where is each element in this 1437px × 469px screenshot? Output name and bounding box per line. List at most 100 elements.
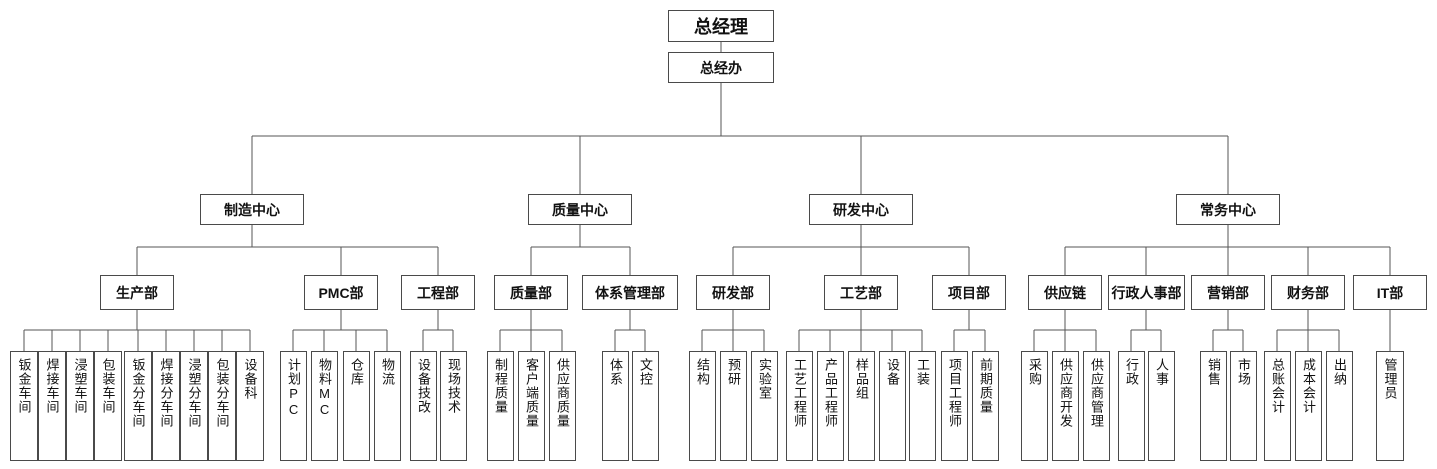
node-leaf-pre-research[interactable]: 预研 [720, 351, 747, 461]
node-label: 总账会计 [1270, 358, 1286, 414]
node-label: 财务部 [1287, 284, 1329, 301]
node-label: 体系 [608, 358, 624, 386]
node-label: 钣金车间 [16, 358, 32, 414]
node-rnd-dept[interactable]: 研发部 [696, 275, 770, 310]
node-label: 设备科 [242, 358, 258, 400]
node-system-management-dept[interactable]: 体系管理部 [582, 275, 678, 310]
node-leaf-structure[interactable]: 结构 [689, 351, 716, 461]
node-leaf-purchasing[interactable]: 采购 [1021, 351, 1048, 461]
node-executive-center[interactable]: 常务中心 [1176, 194, 1280, 225]
node-leaf-project-engineer[interactable]: 项目工程师 [941, 351, 968, 461]
node-leaf-process-quality[interactable]: 制程质量 [487, 351, 514, 461]
node-leaf-equipment-renovation[interactable]: 设备技改 [410, 351, 437, 461]
node-finance-dept[interactable]: 财务部 [1271, 275, 1345, 310]
node-label: 工艺部 [840, 284, 882, 301]
node-leaf-material-mc[interactable]: 物料MC [311, 351, 338, 461]
node-label: 销售 [1206, 358, 1222, 386]
node-label: 钣金分车间 [130, 358, 146, 428]
node-general-manager[interactable]: 总经理 [668, 10, 774, 42]
node-production-dept[interactable]: 生产部 [100, 275, 174, 310]
node-label: 项目部 [948, 284, 990, 301]
node-leaf-sample-group[interactable]: 样品组 [848, 351, 875, 461]
node-leaf-logistics[interactable]: 物流 [374, 351, 401, 461]
node-leaf-early-quality[interactable]: 前期质量 [972, 351, 999, 461]
node-leaf-cost-accountant[interactable]: 成本会计 [1295, 351, 1322, 461]
node-leaf-coating-workshop[interactable]: 浸塑车间 [66, 351, 94, 461]
node-label: 焊接分车间 [158, 358, 174, 428]
node-leaf-market[interactable]: 市场 [1230, 351, 1257, 461]
node-label: 设备 [885, 358, 901, 386]
node-label: 产品工程师 [823, 358, 839, 428]
node-project-dept[interactable]: 项目部 [932, 275, 1006, 310]
node-label: 供应商管理 [1089, 358, 1105, 428]
node-label: 预研 [726, 358, 742, 386]
node-rnd-center[interactable]: 研发中心 [809, 194, 913, 225]
node-quality-center[interactable]: 质量中心 [528, 194, 632, 225]
node-label: IT部 [1376, 284, 1404, 301]
node-label: 现场技术 [446, 358, 462, 414]
node-leaf-equipment-section[interactable]: 设备科 [236, 351, 264, 461]
node-label: 采购 [1027, 358, 1043, 386]
node-leaf-welding-sub-workshop[interactable]: 焊接分车间 [152, 351, 180, 461]
node-leaf-packaging-sub-workshop[interactable]: 包装分车间 [208, 351, 236, 461]
node-leaf-process-engineer[interactable]: 工艺工程师 [786, 351, 813, 461]
node-label: 前期质量 [978, 358, 994, 414]
node-label: 质量部 [510, 284, 552, 301]
node-label: 焊接车间 [44, 358, 60, 414]
node-leaf-equipment[interactable]: 设备 [879, 351, 906, 461]
node-label: 浸塑车间 [72, 358, 88, 414]
node-leaf-welding-workshop[interactable]: 焊接车间 [38, 351, 66, 461]
node-leaf-packaging-workshop[interactable]: 包装车间 [94, 351, 122, 461]
node-label: 常务中心 [1200, 201, 1256, 218]
node-leaf-supplier-management[interactable]: 供应商管理 [1083, 351, 1110, 461]
node-leaf-sheetmetal-workshop[interactable]: 钣金车间 [10, 351, 38, 461]
node-label: 供应链 [1044, 284, 1086, 301]
node-leaf-supplier-quality[interactable]: 供应商质量 [549, 351, 576, 461]
node-leaf-laboratory[interactable]: 实验室 [751, 351, 778, 461]
node-label: 物料MC [317, 358, 333, 418]
node-it-dept[interactable]: IT部 [1353, 275, 1427, 310]
node-leaf-warehouse[interactable]: 仓库 [343, 351, 370, 461]
node-leaf-administrator[interactable]: 管理员 [1376, 351, 1404, 461]
node-label: 包装分车间 [214, 358, 230, 428]
node-label: 供应商质量 [555, 358, 571, 428]
node-marketing-dept[interactable]: 营销部 [1191, 275, 1265, 310]
node-manufacturing-center[interactable]: 制造中心 [200, 194, 304, 225]
node-label: 项目工程师 [947, 358, 963, 428]
node-leaf-administration[interactable]: 行政 [1118, 351, 1145, 461]
node-label: 质量中心 [552, 201, 608, 218]
node-label: 生产部 [116, 284, 158, 301]
node-label: 人事 [1154, 358, 1170, 386]
node-label: 文控 [638, 358, 654, 386]
node-leaf-supplier-development[interactable]: 供应商开发 [1052, 351, 1079, 461]
node-leaf-system[interactable]: 体系 [602, 351, 629, 461]
node-supply-chain[interactable]: 供应链 [1028, 275, 1102, 310]
node-label: 结构 [695, 358, 711, 386]
node-leaf-tooling[interactable]: 工装 [909, 351, 936, 461]
node-leaf-cashier[interactable]: 出纳 [1326, 351, 1353, 461]
node-label: 制造中心 [224, 201, 280, 218]
node-label: 出纳 [1332, 358, 1348, 386]
node-admin-hr-dept[interactable]: 行政人事部 [1108, 275, 1185, 310]
node-process-dept[interactable]: 工艺部 [824, 275, 898, 310]
node-engineering-dept[interactable]: 工程部 [401, 275, 475, 310]
node-leaf-sheetmetal-sub-workshop[interactable]: 钣金分车间 [124, 351, 152, 461]
node-leaf-customer-quality[interactable]: 客户端质量 [518, 351, 545, 461]
node-leaf-sales[interactable]: 销售 [1200, 351, 1227, 461]
node-gm-office[interactable]: 总经办 [668, 52, 774, 83]
node-label: 研发中心 [833, 201, 889, 218]
node-quality-dept[interactable]: 质量部 [494, 275, 568, 310]
node-label: 成本会计 [1301, 358, 1317, 414]
node-label: 计划PC [286, 358, 302, 418]
node-pmc-dept[interactable]: PMC部 [304, 275, 378, 310]
node-leaf-coating-sub-workshop[interactable]: 浸塑分车间 [180, 351, 208, 461]
node-leaf-document-control[interactable]: 文控 [632, 351, 659, 461]
node-leaf-product-engineer[interactable]: 产品工程师 [817, 351, 844, 461]
node-label: 工程部 [417, 284, 459, 301]
node-label: 总经办 [700, 59, 742, 76]
node-leaf-planning-pc[interactable]: 计划PC [280, 351, 307, 461]
node-leaf-onsite-technology[interactable]: 现场技术 [440, 351, 467, 461]
node-leaf-human-resources[interactable]: 人事 [1148, 351, 1175, 461]
node-label: 供应商开发 [1058, 358, 1074, 428]
node-leaf-general-ledger-accountant[interactable]: 总账会计 [1264, 351, 1291, 461]
